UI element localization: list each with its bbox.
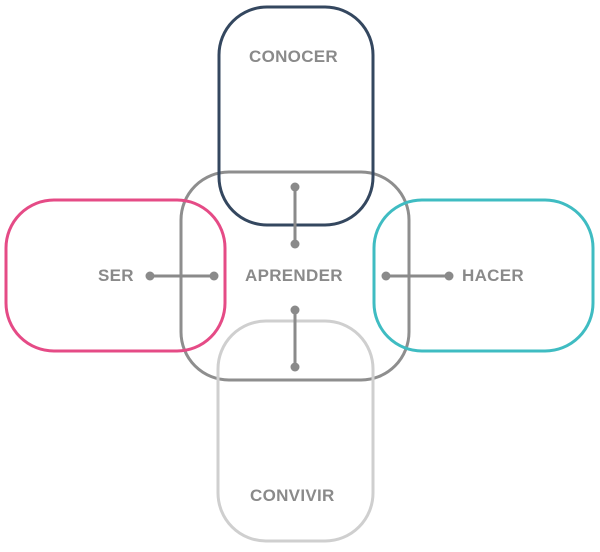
connector-dot [381, 271, 391, 281]
connectors [150, 187, 449, 367]
connector-dot [290, 362, 300, 372]
label-aprender: APRENDER [245, 266, 343, 285]
label-conocer: CONOCER [249, 47, 338, 66]
label-convivir: CONVIVIR [250, 486, 335, 505]
connector-dot [290, 182, 300, 192]
label-hacer: HACER [462, 266, 524, 285]
label-ser: SER [98, 266, 134, 285]
connector-dot [290, 305, 300, 315]
connector-dot [145, 271, 155, 281]
node-box-hacer [372, 198, 595, 353]
connector-dot [444, 271, 454, 281]
connector-dot [209, 271, 219, 281]
connector-dots [145, 182, 454, 372]
node-box-ser [4, 198, 227, 353]
connector-dot [290, 239, 300, 249]
